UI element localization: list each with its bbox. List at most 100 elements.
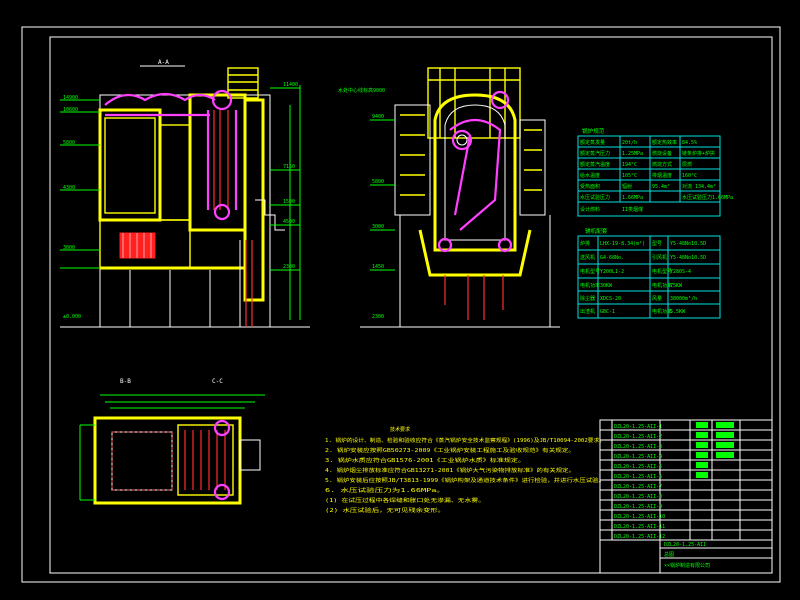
params-r5-c0: 水压试验压力 — [580, 194, 610, 201]
note-3: 3. 锅炉水质应符合GB1576-2001《工业锅炉水质》标准规定。 — [325, 457, 525, 464]
params-r2-c2: 燃烧方式 — [652, 161, 672, 168]
params-r0-c1: 20t/h — [622, 140, 637, 146]
params-r3-c3: 160°C — [682, 173, 697, 179]
params-r6-c0: 设计燃料 — [580, 206, 600, 213]
side-elev-2: 5800 — [372, 179, 384, 185]
chain-grate — [119, 232, 156, 259]
inner-frame — [49, 36, 773, 574]
aux-r2-c0: 电机型号 — [580, 268, 600, 275]
aux-r1-c2: 引风机 — [652, 254, 667, 261]
params-r1-c0: 额定蒸汽压力 — [580, 150, 610, 157]
notes-title: 技术要求 — [390, 426, 410, 433]
params-r1-c1: 1.25MPa — [622, 151, 643, 157]
aux-r3-c0: 电机功率 — [580, 282, 600, 289]
params-r0-c0: 额定蒸发量 — [580, 139, 605, 146]
aux-r4-c3: 38000m³/h — [670, 296, 697, 302]
tb-row-6: DZL20-1.25-AII-6 — [614, 474, 662, 480]
tb-name: 总图 — [664, 551, 674, 558]
front-section-view: A-A — [60, 59, 310, 328]
note-8: (2) 水压试验后，无可见残余变形。 — [325, 507, 445, 514]
params-r4-c2: 95.4m² — [652, 184, 670, 190]
aux-r5-c3: 5.5KW — [670, 309, 686, 315]
tb-row-9: DZL20-1.25-AII-9 — [614, 504, 662, 510]
aux-r0-c0: 炉排 — [580, 240, 590, 247]
params-r3-c1: 105°C — [622, 173, 637, 179]
tb-row-10: DZL20-1.25-AII-10 — [614, 514, 665, 520]
tb-drawing-no: DZL20-1.25-AII — [664, 542, 706, 548]
aux-r0-c3: Y5-48No10.5D — [670, 241, 706, 247]
side-elev-5: 2300 — [372, 314, 384, 320]
aux-r4-c2: 风量 — [652, 295, 662, 302]
params-r2-c3: 层燃 — [682, 161, 692, 168]
front-section-label: A-A — [158, 59, 169, 66]
params-r4-c0: 受热面积 — [580, 183, 600, 190]
note-6: 6. 水压试验压力为1.66MPa。 — [325, 487, 445, 494]
params-r3-c2: 排烟温度 — [652, 172, 672, 179]
aux-r4-c1: XDCS-20 — [600, 296, 621, 302]
elev-left-1: 14900 — [63, 95, 78, 101]
aux-r5-c2: 电机功率 — [652, 308, 672, 315]
note-4: 4. 锅炉烟尘排放标准应符合GB13271-2001《锅炉大气污染物排放标准》的… — [325, 467, 575, 474]
elev-left-5: 3000 — [63, 245, 75, 251]
aux-r2-c3: Y280S-4 — [670, 269, 691, 275]
aux-r0-c2: 型号 — [652, 240, 662, 247]
tb-row-8: DZL20-1.25-AII-8 — [614, 494, 662, 500]
elev-left-4: 4300 — [63, 185, 75, 191]
aux-r1-c3: Y5-48No10.5D — [670, 255, 706, 261]
params-r6-c1: II类烟煤 — [622, 206, 643, 213]
params-r1-c2: 燃烧设备 — [652, 150, 672, 157]
tb-row-4: DZL20-1.25-AII-4 — [614, 454, 662, 460]
side-elev-3: 3000 — [372, 224, 384, 230]
plan-c-label: C-C — [212, 378, 223, 385]
params-r0-c3: 84.5% — [682, 140, 697, 146]
side-note: 水处中心线标高9000 — [338, 87, 385, 94]
tb-row-2: DZL20-1.25-AII-2 — [614, 434, 662, 440]
params-r0-c2: 额定热效率 — [652, 139, 677, 146]
params-r2-c1: 194°C — [622, 162, 637, 168]
params-r2-c0: 额定蒸汽温度 — [580, 161, 610, 168]
side-elev-4: 1450 — [372, 264, 384, 270]
elev-mid-3: 1500 — [283, 199, 295, 205]
elev-mid-2: 7150 — [283, 164, 295, 170]
tb-row-12: DZL20-1.25-AII-12 — [614, 534, 665, 540]
aux-r3-c1: 30KW — [600, 283, 613, 289]
aux-r2-c1: Y200L1-2 — [600, 269, 624, 275]
note-1: 1. 锅炉的设计、制造、检验和验收应符合《蒸汽锅炉安全技术监察规程》(1996)… — [325, 437, 605, 444]
tb-row-3: DZL20-1.25-AII-3 — [614, 444, 662, 450]
outer-frame — [21, 26, 781, 583]
aux-r3-c2: 电机功率 — [652, 282, 672, 289]
params-r5-c3: 水压试验压力1.66MPa — [682, 194, 733, 201]
aux-r4-c0: 除尘器 — [580, 295, 595, 302]
aux-r5-c0: 出渣机 — [580, 308, 595, 315]
params-r4-c3: 对流 134.4m² — [682, 183, 716, 190]
elev-mid-4: 4500 — [283, 219, 295, 225]
note-2: 2. 锅炉安装应按照GB50273-2009《工业锅炉安装工程施工及验收规范》有… — [325, 447, 575, 454]
tb-company: ××锅炉制造有限公司 — [664, 562, 710, 569]
plan-b-label: B-B — [120, 378, 131, 385]
tb-row-1: DZL20-1.25-AII-1 — [614, 424, 662, 430]
tb-row-5: DZL20-1.25-AII-5 — [614, 464, 662, 470]
params-r5-c1: 1.66MPa — [622, 195, 643, 201]
aux-table: 辅机配套 炉排 LHX-19-8.34(m²) 型号 Y5-48No10.5D … — [577, 227, 721, 319]
params-table: 锅炉规范 额定蒸发量 20t/h 额定热效率 84.5% 额定蒸汽压力 1.25… — [577, 127, 733, 217]
params-title: 锅炉规范 — [582, 127, 605, 135]
aux-r2-c2: 电机型号 — [652, 268, 672, 275]
aux-r1-c0: 送风机 — [580, 254, 595, 261]
elev-mid-1: 11400 — [283, 82, 298, 88]
params-r1-c3: 链条炉排+炉拱 — [682, 150, 715, 157]
aux-r0-c1: LHX-19-8.34(m²) — [600, 241, 645, 247]
aux-r3-c3: 75KW — [670, 283, 683, 289]
params-r4-c1: 辐射 — [622, 183, 632, 190]
side-section-view: 水处中心线标高9000 — [338, 67, 560, 328]
title-block: DZL20-1.25-AII-1 DZL20-1.25-AII-2 DZL20-… — [599, 419, 773, 574]
note-5: 5. 锅炉安装后应按照JB/T3813-1999《锅炉构架及通道技术条件》进行检… — [325, 477, 605, 484]
elev-left-3: 5800 — [63, 140, 75, 146]
plan-view: B-B C-C — [79, 378, 265, 505]
technical-notes: 技术要求 1. 锅炉的设计、制造、检验和验收应符合《蒸汽锅炉安全技术监察规程》(… — [325, 426, 605, 514]
side-elev-1: 9400 — [372, 114, 384, 120]
elev-mid-5: 2300 — [283, 264, 295, 270]
elev-left-6: ±0.000 — [63, 314, 81, 320]
note-7: (1) 在试压过程中各焊缝和胀口处无渗漏、无水雾。 — [325, 497, 485, 504]
